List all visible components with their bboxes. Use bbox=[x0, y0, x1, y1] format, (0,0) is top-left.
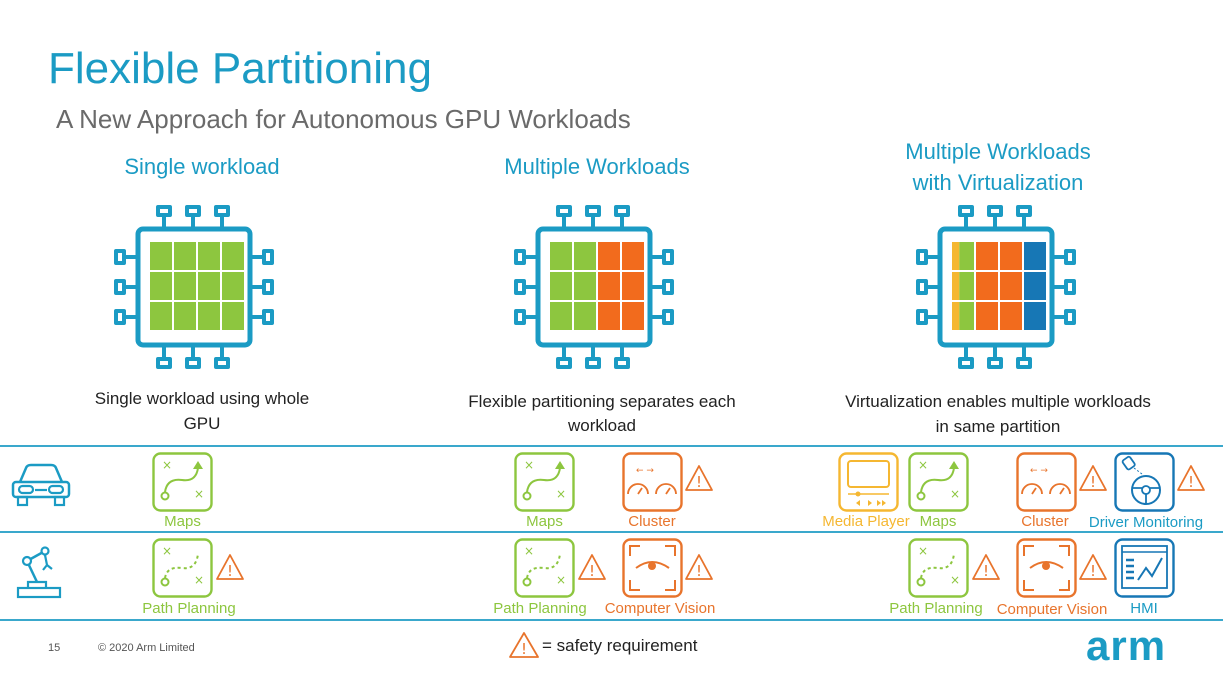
svg-text:!: ! bbox=[1090, 562, 1096, 580]
svg-text:×: × bbox=[556, 573, 566, 587]
media-player-icon bbox=[838, 452, 899, 512]
maps-icon: × × bbox=[514, 452, 575, 512]
column-description-virtualization-line1: Virtualization enables multiple workload… bbox=[845, 392, 1151, 411]
svg-text:!: ! bbox=[1090, 473, 1096, 491]
copyright: © 2020 Arm Limited bbox=[98, 642, 195, 654]
safety-warning-icon: ! bbox=[1079, 465, 1107, 491]
svg-text:← →: ← → bbox=[1030, 466, 1048, 476]
column-description-virtualization-line2: in same partition bbox=[935, 417, 1061, 436]
path-planning-icon: × × bbox=[152, 538, 213, 598]
svg-text:!: ! bbox=[983, 562, 989, 580]
path-planning-icon: × × bbox=[908, 538, 969, 598]
cluster-label: Cluster bbox=[1021, 513, 1069, 530]
maps-label: Maps bbox=[526, 513, 563, 530]
cluster-label: Cluster bbox=[628, 513, 676, 530]
safety-warning-icon: ! bbox=[685, 465, 713, 491]
maps-icon: × × bbox=[908, 452, 969, 512]
path-planning-label: Path Planning bbox=[889, 600, 983, 617]
safety-warning-icon: ! bbox=[1079, 554, 1107, 580]
column-description-single-line2: GPU bbox=[183, 414, 221, 433]
computer-vision-label: Computer Vision bbox=[604, 600, 716, 617]
gpu-chip-single-icon bbox=[114, 205, 274, 369]
svg-text:×: × bbox=[950, 487, 960, 501]
robot-arm-icon bbox=[16, 546, 62, 599]
column-description-single-line1: Single workload using whole bbox=[94, 389, 310, 408]
safety-warning-icon: ! bbox=[972, 554, 1000, 580]
svg-text:×: × bbox=[194, 487, 204, 501]
row-divider-middle bbox=[0, 531, 1223, 533]
safety-warning-icon: ! bbox=[509, 632, 539, 658]
svg-text:×: × bbox=[556, 487, 566, 501]
svg-text:×: × bbox=[918, 458, 928, 472]
svg-text:!: ! bbox=[589, 562, 595, 580]
row-divider-bottom bbox=[0, 619, 1223, 621]
path-planning-icon: × × bbox=[514, 538, 575, 598]
svg-text:×: × bbox=[162, 458, 172, 472]
svg-text:×: × bbox=[950, 573, 960, 587]
hmi-label: HMI bbox=[1130, 600, 1158, 617]
gpu-chip-virtualization-icon bbox=[916, 205, 1076, 369]
car-icon bbox=[11, 463, 71, 507]
row-divider-top bbox=[0, 445, 1223, 447]
safety-warning-icon: ! bbox=[685, 554, 713, 580]
slide-subtitle: A New Approach for Autonomous GPU Worklo… bbox=[56, 104, 631, 134]
svg-text:×: × bbox=[524, 458, 534, 472]
media-player-label: Media Player bbox=[822, 513, 910, 530]
computer-vision-icon bbox=[622, 538, 683, 598]
safety-warning-icon: ! bbox=[578, 554, 606, 580]
maps-label: Maps bbox=[164, 513, 201, 530]
gpu-chip-multiple-icon bbox=[514, 205, 674, 369]
hmi-icon bbox=[1114, 538, 1175, 598]
svg-text:!: ! bbox=[521, 640, 527, 658]
svg-text:×: × bbox=[162, 544, 172, 558]
maps-label: Maps bbox=[919, 513, 957, 530]
svg-text:← →: ← → bbox=[636, 466, 654, 476]
svg-text:×: × bbox=[524, 544, 534, 558]
column-description-multiple-line2: workload bbox=[567, 416, 637, 435]
column-heading-single: Single workload bbox=[124, 154, 280, 179]
slide-title: Flexible Partitioning bbox=[48, 44, 432, 93]
computer-vision-label: Computer Vision bbox=[996, 601, 1108, 618]
svg-text:!: ! bbox=[696, 473, 702, 491]
cluster-icon: ← → bbox=[622, 452, 683, 512]
safety-warning-icon: ! bbox=[1177, 465, 1205, 491]
column-heading-virtualization-line2: with Virtualization bbox=[912, 170, 1084, 195]
svg-text:!: ! bbox=[1188, 473, 1194, 491]
column-description-multiple-line1: Flexible partitioning separates each bbox=[468, 392, 736, 411]
svg-text:×: × bbox=[918, 544, 928, 558]
path-planning-label: Path Planning bbox=[493, 600, 587, 617]
computer-vision-icon bbox=[1016, 538, 1077, 598]
path-planning-label: Path Planning bbox=[142, 600, 236, 617]
svg-text:!: ! bbox=[227, 562, 233, 580]
svg-text:!: ! bbox=[696, 562, 702, 580]
driver-monitoring-icon bbox=[1114, 452, 1175, 512]
safety-warning-icon: ! bbox=[216, 554, 244, 580]
arm-logo: arm bbox=[1086, 622, 1167, 669]
column-heading-multiple: Multiple Workloads bbox=[504, 154, 690, 179]
column-heading-virtualization-line1: Multiple Workloads bbox=[905, 139, 1091, 164]
safety-legend: = safety requirement bbox=[542, 636, 698, 655]
driver-monitoring-label: Driver Monitoring bbox=[1088, 514, 1204, 531]
page-number: 15 bbox=[48, 642, 61, 654]
cluster-icon: ← → bbox=[1016, 452, 1077, 512]
maps-icon: × × bbox=[152, 452, 213, 512]
svg-text:×: × bbox=[194, 573, 204, 587]
